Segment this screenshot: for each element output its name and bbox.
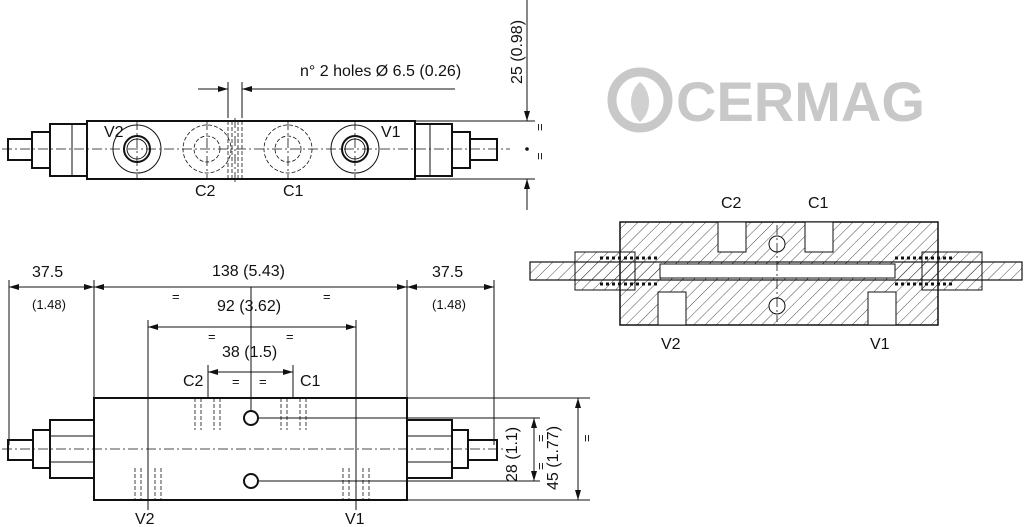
front-label-v2: V2 (135, 511, 155, 527)
top-height-dim: 25 (0.98) (509, 20, 526, 84)
front-view: 37.5 (1.48) 138 (5.43) 37.5 (1.48) = = 9… (2, 263, 594, 527)
left-dim: 37.5 (32, 264, 63, 281)
equal-mark: = (172, 289, 180, 304)
inner-dim: 38 (1.5) (222, 344, 277, 361)
front-label-c2: C2 (183, 373, 204, 390)
front-height-dim: 45 (1.77) (545, 426, 562, 490)
section-label-c1: C1 (808, 195, 829, 212)
port-label-c2: C2 (195, 183, 216, 200)
section-label-c2: C2 (721, 195, 742, 212)
section-port-v1 (867, 291, 897, 326)
section-label-v1: V1 (870, 336, 890, 353)
equal-mark: = (286, 329, 294, 344)
equal-mark: = (259, 374, 267, 389)
front-label-v1: V1 (345, 511, 365, 527)
mounting-hole-top (243, 410, 259, 426)
locknut-right (451, 131, 471, 169)
port-label-v2: V2 (104, 124, 124, 141)
cermag-watermark: CERMAG (607, 67, 925, 133)
front-screw-right (467, 439, 498, 461)
section-label-v2: V2 (661, 336, 681, 353)
mid-dim: 92 (3.62) (217, 298, 281, 315)
top-view: n° 2 holes Ø 6.5 (0.26) V2 V1 C2 C1 25 (… (2, 0, 547, 210)
overall-dim: 138 (5.43) (212, 263, 285, 280)
mounting-holes (227, 121, 243, 179)
locknut-left (31, 131, 51, 169)
equal-mark: = (532, 123, 547, 131)
equal-mark: = (208, 329, 216, 344)
mounting-hole-bottom (243, 473, 259, 489)
equal-mark: = (532, 152, 547, 160)
front-screw-left (7, 439, 34, 461)
section-port-c2 (717, 221, 747, 253)
left-dim-in: (1.48) (32, 297, 66, 312)
screw-left (7, 138, 33, 161)
section-port-c1 (804, 221, 834, 253)
section-view: C2 C1 V2 V1 (529, 195, 1023, 353)
right-dim: 37.5 (432, 264, 463, 281)
equal-mark: = (533, 434, 548, 442)
equal-mark: = (323, 289, 331, 304)
section-port-v2 (657, 291, 687, 326)
port-label-c1: C1 (283, 183, 304, 200)
port-label-v1: V1 (381, 124, 401, 141)
equal-mark: = (533, 462, 548, 470)
screw-right (469, 138, 498, 161)
watermark-text: CERMAG (676, 70, 925, 133)
equal-mark: = (232, 374, 240, 389)
front-label-c1: C1 (300, 373, 321, 390)
holes-note: n° 2 holes Ø 6.5 (0.26) (300, 63, 461, 80)
hole-spacing-dim: 28 (1.1) (504, 427, 521, 482)
equal-mark: = (579, 434, 594, 442)
nut-left (49, 123, 88, 177)
nut-right (414, 123, 453, 177)
right-dim-in: (1.48) (432, 297, 466, 312)
